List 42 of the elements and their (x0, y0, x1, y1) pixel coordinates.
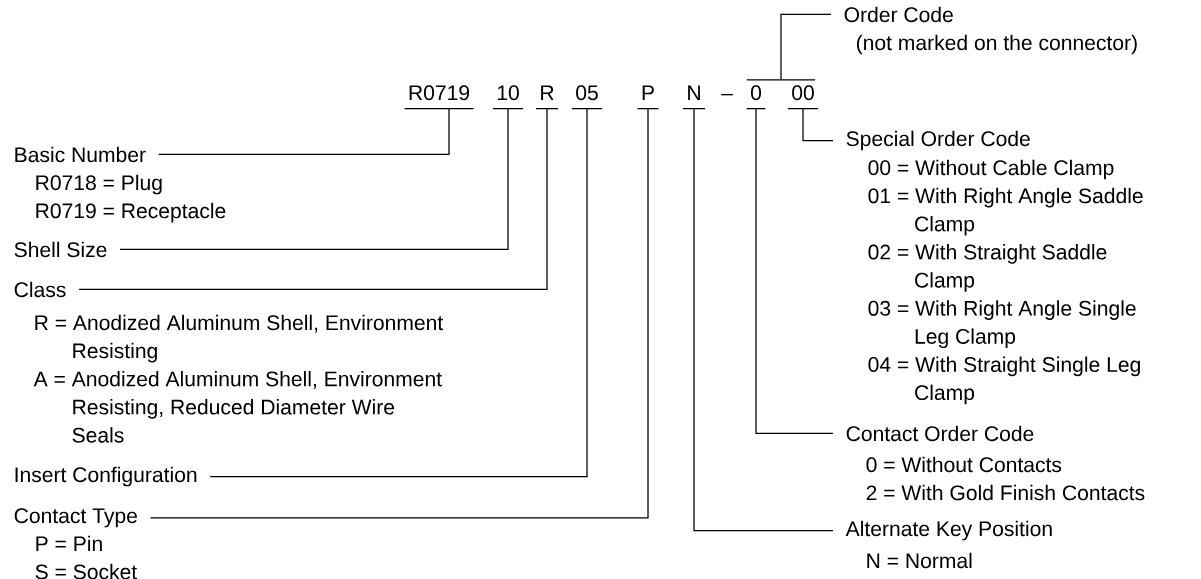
field-label: Contact Order Code (846, 425, 1034, 442)
dash-separator: – (721, 93, 733, 96)
field-label: Order Code (844, 6, 953, 23)
definition-text: 01 = With Right Angle Saddle Clamp (868, 187, 1143, 236)
code-segment: 10 (492, 85, 524, 110)
code-segment: 0 (746, 85, 766, 110)
definition-text: S = Socket (35, 563, 138, 579)
code-segment: 05 (571, 85, 603, 110)
leader-line (119, 108, 509, 251)
code-segment: P (636, 85, 660, 110)
definition-text: R0718 = Plug (36, 174, 162, 195)
definition-text: N = Normal (867, 552, 972, 569)
code-segment: R0719 (403, 85, 475, 110)
definition-text: 03 = With Right Angle Single Leg Clamp (868, 300, 1136, 349)
definition-text: P = Pin (36, 535, 102, 551)
definition-text: A = Anodized Aluminum Shell, Environment Resisting, Reduced Diameter Wire Seals (33, 370, 442, 443)
definition-text: R0719 = Receptacle (36, 202, 226, 223)
leader-line (209, 108, 588, 478)
definition-text: 02 = With Straight Saddle Clamp (868, 244, 1107, 292)
leader-line (158, 108, 450, 156)
definition-text: 04 = With Straight Single Leg Clamp (868, 356, 1140, 405)
definition-text: 00 = Without Cable Clamp (868, 159, 1114, 180)
field-label: Contact Type (14, 508, 137, 528)
code-segment: R (535, 85, 559, 110)
definition-text: 2 = With Gold Finish Contacts (866, 484, 1145, 501)
field-label: Shell Size (14, 241, 107, 258)
code-segment: 00 (787, 85, 819, 110)
definition-text: 0 = Without Contacts (866, 456, 1062, 473)
leader-line (780, 13, 832, 80)
leader-line (149, 108, 649, 519)
field-label: Class (14, 281, 66, 298)
field-label: Special Order Code (846, 130, 1030, 151)
field-label: Basic Number (15, 146, 146, 163)
leader-line (693, 108, 834, 532)
note-text: (not marked on the connector) (856, 34, 1137, 55)
field-label: Insert Configuration (15, 466, 197, 487)
code-segment: N (682, 85, 706, 110)
definition-text: R = Anodized Aluminum Shell, Environment Resisting (35, 314, 444, 363)
leader-line (755, 108, 834, 435)
leader-line (802, 108, 834, 142)
field-label: Alternate Key Position (845, 520, 1052, 541)
leader-line (78, 108, 548, 291)
